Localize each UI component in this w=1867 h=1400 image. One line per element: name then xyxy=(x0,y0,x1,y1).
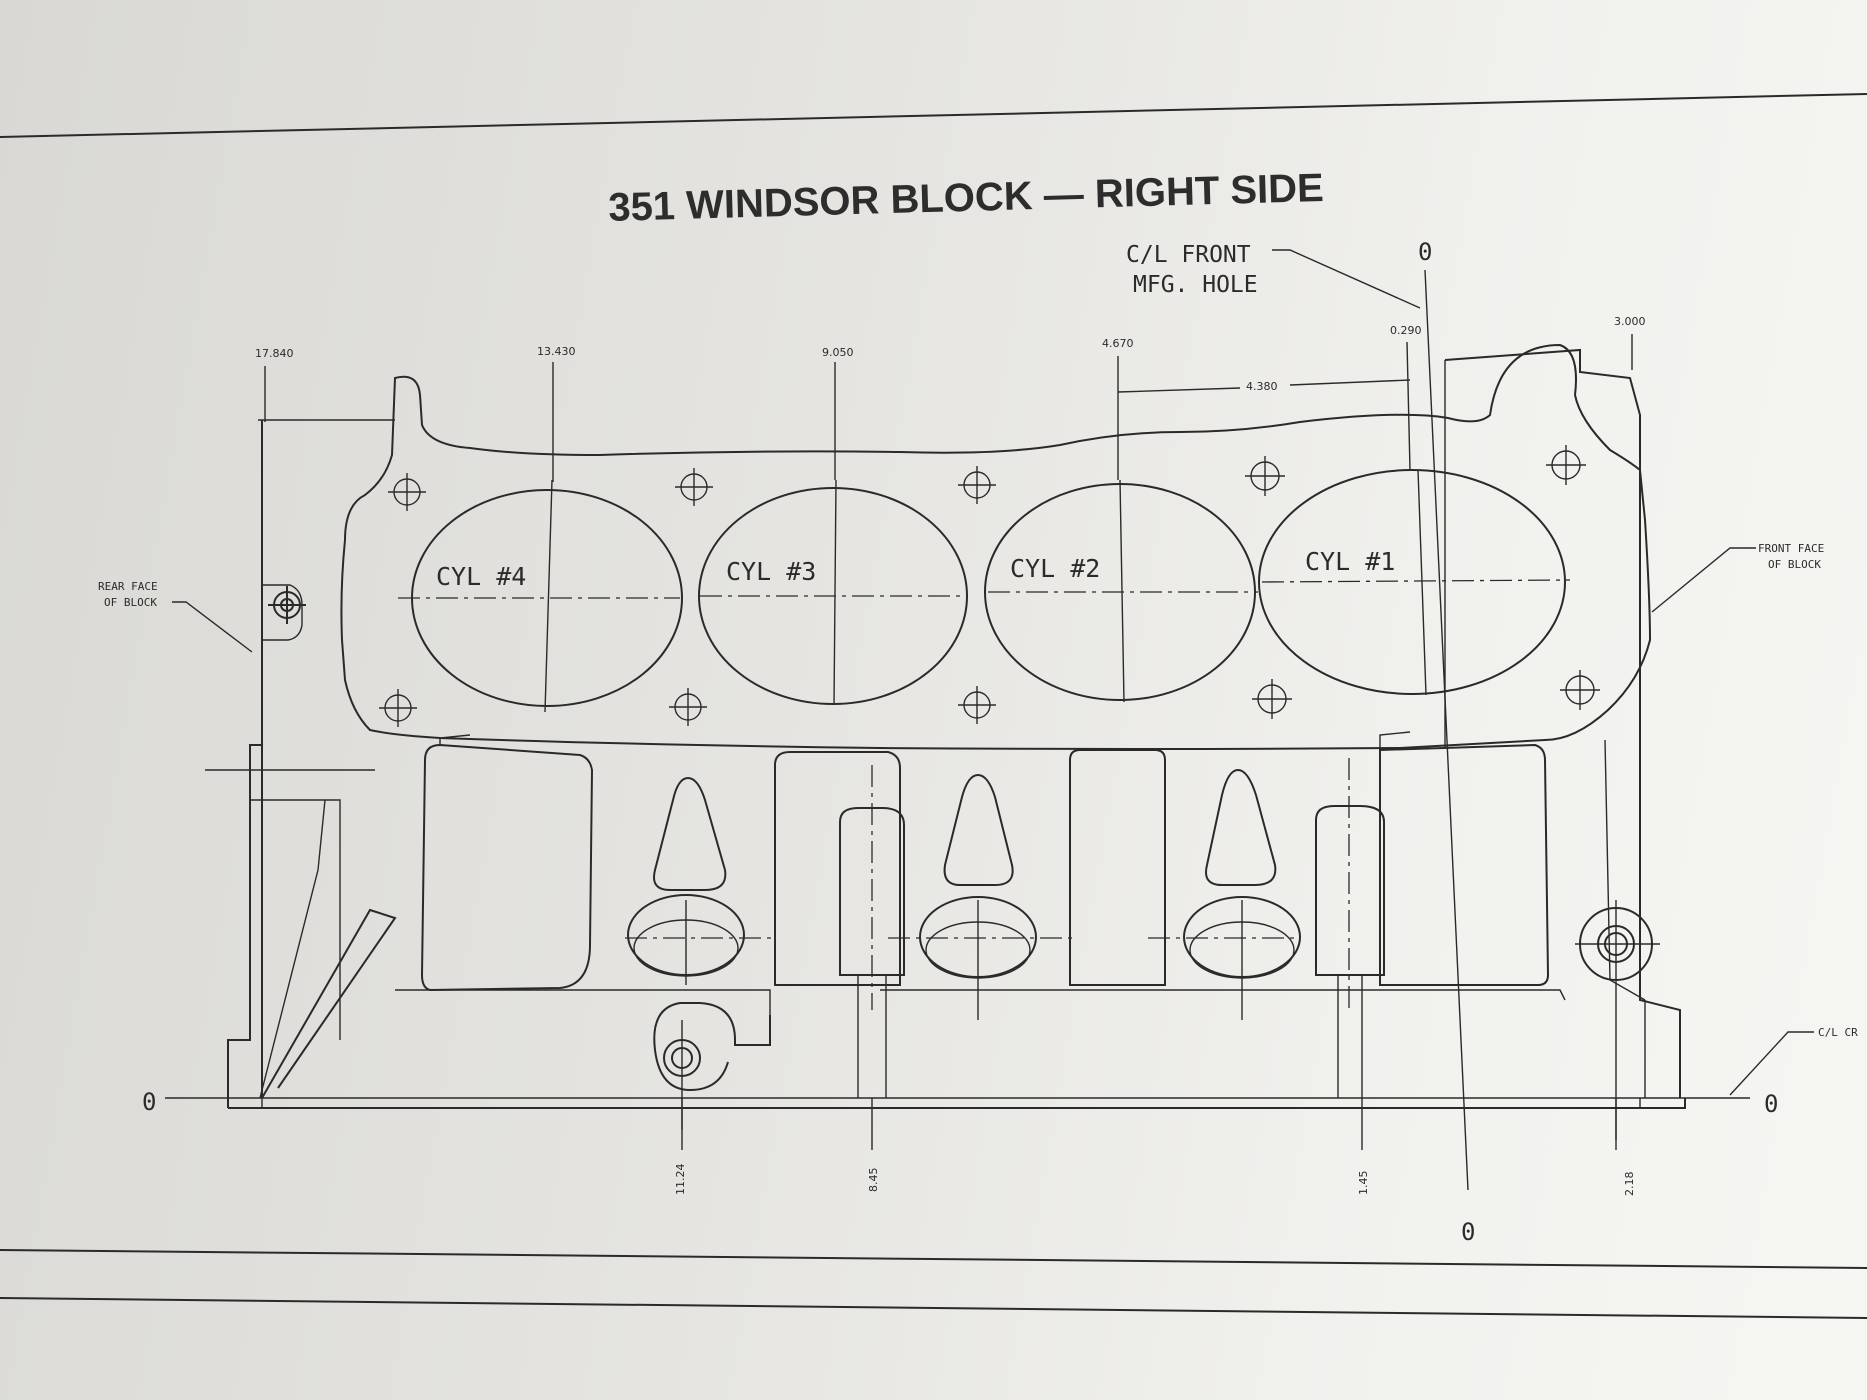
rear-face-of-block-label: OF BLOCK xyxy=(104,596,157,609)
front-face-leader xyxy=(1651,547,1756,613)
cl-front-leader xyxy=(1272,249,1421,309)
rear-face-leader xyxy=(172,601,253,653)
cylinder-1-label: CYL #1 xyxy=(1305,547,1395,576)
cylinder-4-label: CYL #4 xyxy=(436,562,526,591)
front-face-label: FRONT FACE xyxy=(1758,542,1824,555)
dim-9-050: 9.050 xyxy=(822,346,854,359)
front-face-of-block-label: OF BLOCK xyxy=(1768,558,1821,571)
dim-1-45: 1.45 xyxy=(1357,1171,1370,1196)
bolt-hole xyxy=(958,466,996,504)
zero-left: 0 xyxy=(142,1088,156,1116)
bolt-hole xyxy=(388,473,426,511)
cylinder-2-label: CYL #2 xyxy=(1010,554,1100,583)
page-title: 351 WINDSOR BLOCK — RIGHT SIDE xyxy=(608,166,1325,230)
cylinder-1-bore xyxy=(1258,469,1566,695)
bolt-hole xyxy=(1546,445,1586,485)
mfg-hole-label: MFG. HOLE xyxy=(1133,272,1258,298)
cl-front-label: C/L FRONT xyxy=(1126,242,1251,268)
block-outline xyxy=(205,343,1686,1109)
ext-0-290 xyxy=(1406,341,1411,471)
dim-8-45: 8.45 xyxy=(867,1168,880,1193)
freeze-plugs xyxy=(625,894,1301,1020)
dim-11-24: 11.24 xyxy=(674,1164,687,1196)
head-bolt-holes xyxy=(268,445,1600,727)
dim-13-430: 13.430 xyxy=(537,345,576,358)
block-bosses xyxy=(653,758,1660,1140)
zero-page-bottom: 0 xyxy=(1461,1218,1475,1246)
dim-2-18: 2.18 xyxy=(1623,1172,1636,1197)
zero-right: 0 xyxy=(1764,1090,1778,1118)
frame-lower-line xyxy=(0,1297,1867,1319)
dim-17-840: 17.840 xyxy=(255,347,294,360)
cylinder-bores xyxy=(398,469,1571,713)
bolt-hole xyxy=(958,686,996,724)
span-dim-line-left xyxy=(1117,387,1241,393)
bolt-hole xyxy=(379,689,417,727)
cl-cr-label: C/L CR xyxy=(1818,1026,1858,1039)
lower-block-windows xyxy=(420,731,1550,992)
bolt-hole xyxy=(669,688,707,726)
bolt-hole xyxy=(1560,670,1600,710)
front-mfg-centerline xyxy=(1424,269,1469,1191)
bolt-hole xyxy=(268,586,306,624)
bolt-hole xyxy=(1252,679,1292,719)
bolt-hole xyxy=(1245,456,1285,496)
span-dim-line-right xyxy=(1289,379,1411,386)
frame-bottom-line xyxy=(0,1249,1867,1269)
bolt-hole xyxy=(675,468,713,506)
cylinder-3-label: CYL #3 xyxy=(726,557,816,586)
rear-face-label: REAR FACE xyxy=(98,580,158,593)
zero-top: 0 xyxy=(1418,238,1432,266)
dim-4-380: 4.380 xyxy=(1246,380,1278,393)
dim-0-290: 0.290 xyxy=(1390,324,1422,337)
frame-top-line xyxy=(0,93,1867,138)
dim-4-670: 4.670 xyxy=(1102,337,1134,350)
dim-3-000: 3.000 xyxy=(1614,315,1646,328)
oil-passages xyxy=(653,768,1277,891)
cl-cr-leader xyxy=(1729,1031,1814,1096)
